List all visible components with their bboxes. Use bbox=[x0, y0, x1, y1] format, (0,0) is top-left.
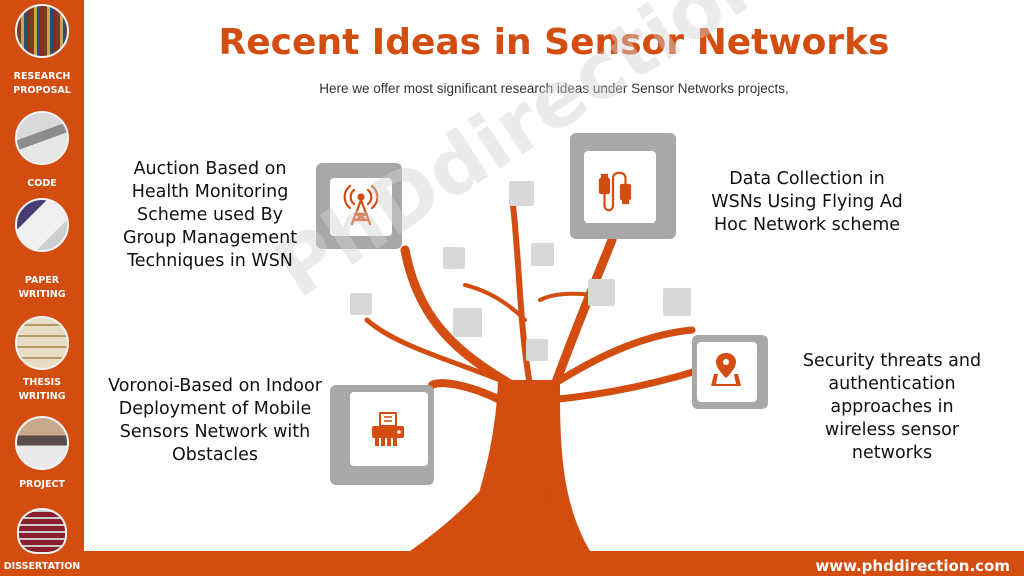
thesis-blocks-photo-icon bbox=[15, 316, 69, 370]
leaf-square bbox=[453, 308, 482, 337]
sidebar-item-dissertation[interactable]: DISSERTATION bbox=[0, 508, 84, 574]
sidebar-item-label: DISSERTATION bbox=[3, 561, 81, 572]
sidebar-item-project[interactable]: PROJECT bbox=[0, 416, 84, 492]
bookshelf-photo-icon bbox=[15, 4, 69, 58]
sidebar-item-research-proposal[interactable]: RESEARCH PROPOSAL bbox=[0, 4, 84, 98]
idea-text-1: Auction Based on Health Monitoring Schem… bbox=[122, 159, 298, 271]
idea-text-3: Voronoi-Based on Indoor Deployment of Mo… bbox=[108, 376, 322, 465]
idea-text-4: Security threats and authentication appr… bbox=[802, 351, 982, 463]
branch-left-twig bbox=[364, 317, 503, 383]
sidebar-item-label: RESEARCH PROPOSAL bbox=[13, 71, 71, 96]
sidebar-item-label: CODE bbox=[27, 178, 57, 189]
sidebar-item-thesis-writing[interactable]: THESIS WRITING bbox=[0, 316, 84, 404]
leaf-square bbox=[443, 247, 465, 269]
leaf-square bbox=[526, 339, 548, 361]
website-link[interactable]: www.phddirection.com bbox=[815, 557, 1010, 575]
book-stack-photo-icon bbox=[17, 508, 67, 554]
branch-left-lower bbox=[428, 379, 504, 404]
leaf-square bbox=[509, 181, 534, 206]
sidebar-item-label: THESIS WRITING bbox=[18, 377, 66, 402]
leaf-square bbox=[531, 243, 554, 266]
idea-box-1 bbox=[316, 163, 402, 249]
map-pin-icon bbox=[711, 353, 741, 386]
idea-box-4 bbox=[692, 335, 768, 409]
leaf-square bbox=[350, 293, 372, 315]
tree-base bbox=[410, 470, 590, 551]
fax-machine-icon bbox=[372, 412, 404, 446]
antenna-tower-icon bbox=[343, 184, 379, 226]
branch-center-twig bbox=[463, 283, 527, 322]
student-desk-photo-icon bbox=[15, 416, 69, 470]
branch-center bbox=[510, 202, 533, 388]
footer-bar: www.phddirection.com bbox=[84, 551, 1024, 576]
idea-box-2 bbox=[570, 133, 676, 239]
branch-right-upper bbox=[550, 235, 617, 390]
idea-box-3 bbox=[330, 385, 434, 485]
page-subtitle: Here we offer most significant research … bbox=[319, 81, 789, 96]
page-title: Recent Ideas in Sensor Networks bbox=[218, 22, 890, 63]
sidebar-item-code[interactable]: CODE bbox=[0, 111, 84, 191]
usb-cable-icon bbox=[598, 171, 632, 212]
branch-right-lower bbox=[546, 368, 697, 404]
sidebar-item-paper-writing[interactable]: PAPER WRITING bbox=[0, 198, 84, 302]
pen-writing-photo-icon bbox=[15, 198, 69, 252]
sidebar-nav: RESEARCH PROPOSAL CODE PAPER WRITING THE… bbox=[0, 0, 84, 576]
leaf-square bbox=[663, 288, 691, 316]
laptop-photo-icon bbox=[15, 111, 69, 165]
branch-right-mid bbox=[541, 326, 696, 394]
idea-text-2: Data Collection in WSNs Using Flying Ad … bbox=[711, 169, 903, 235]
leaf-square bbox=[588, 279, 615, 306]
sidebar-item-label: PAPER WRITING bbox=[18, 275, 66, 300]
sidebar-item-label: PROJECT bbox=[19, 479, 65, 490]
